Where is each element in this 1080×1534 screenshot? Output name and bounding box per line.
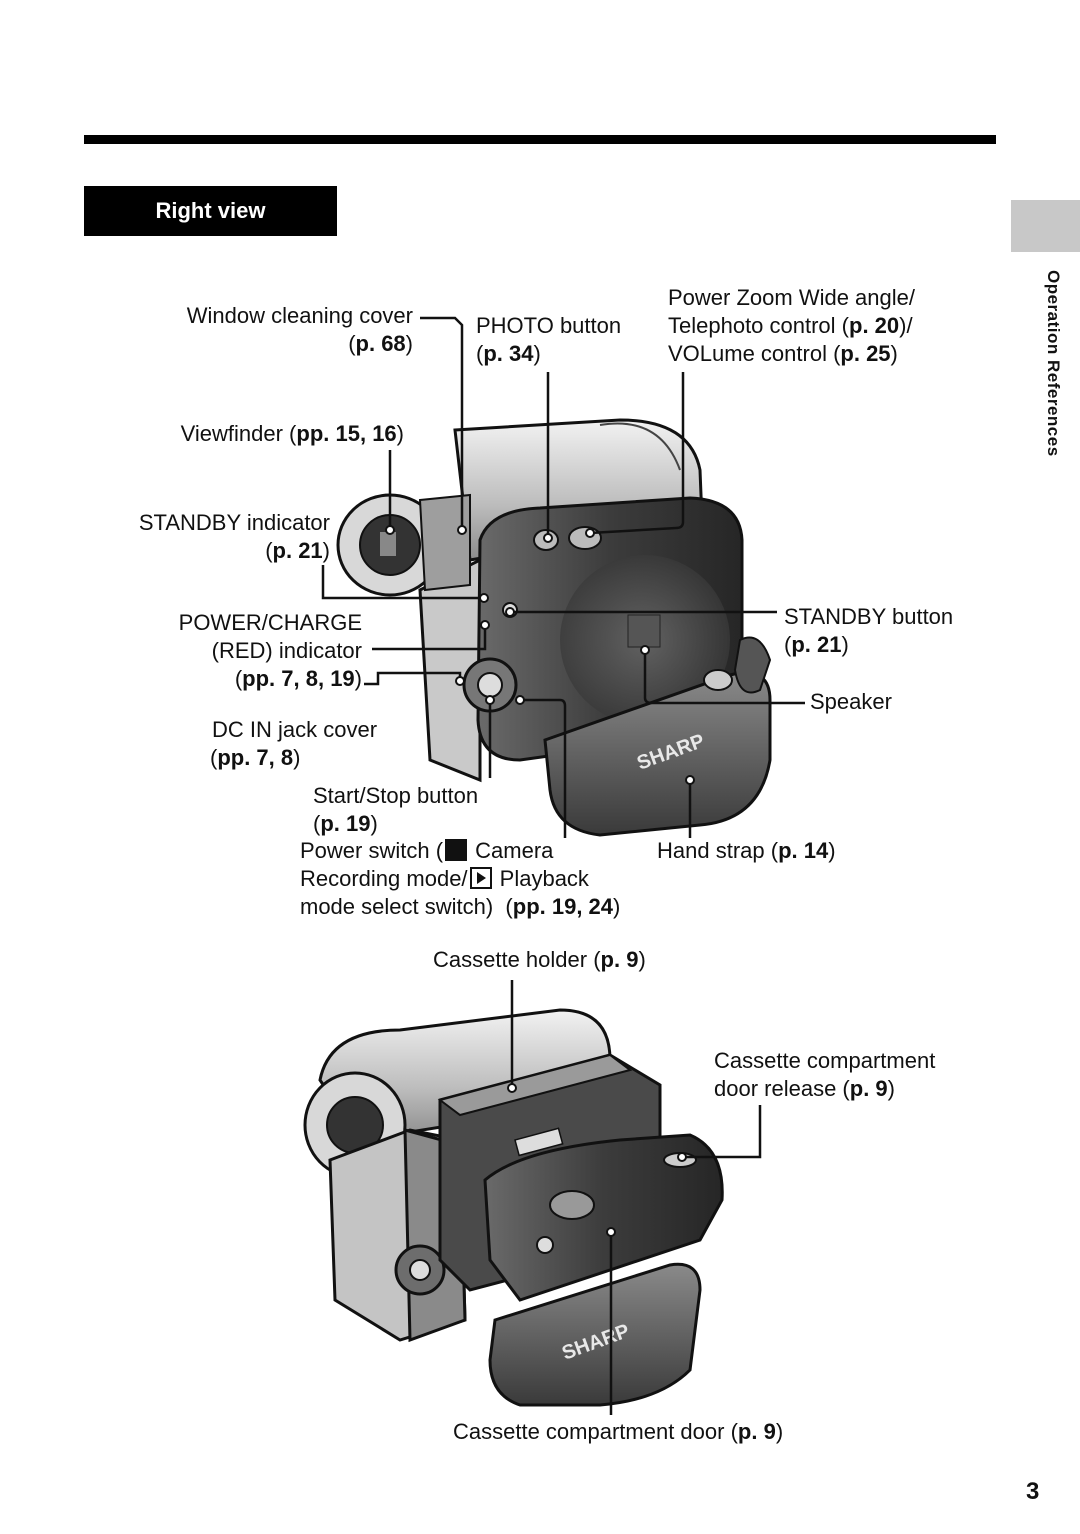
label-power-zoom: Power Zoom Wide angle/ Telephoto control… — [668, 284, 915, 368]
label-hand-strap: Hand strap (p. 14) — [657, 837, 836, 865]
label-power-charge-indicator: POWER/CHARGE (RED) indicator (pp. 7, 8, … — [178, 610, 362, 691]
section-title: Right view — [84, 186, 337, 236]
label-text: ) — [890, 341, 898, 366]
label-cassette-door: Cassette compartment door (p. 9) — [453, 1418, 783, 1446]
label-start-stop-button: Start/Stop button (p. 19) — [313, 783, 479, 836]
label-power-switch: Power switch ( Camera Recording mode/ Pl… — [300, 838, 621, 919]
label-text: VOLume control ( — [668, 341, 841, 366]
label-text: Cassette holder ( — [433, 947, 601, 972]
label-text: STANDBY button — [784, 604, 954, 629]
label-text: Power switch ( — [300, 838, 444, 863]
top-rule — [84, 135, 996, 144]
label-text: Recording mode/ — [300, 866, 468, 891]
label-photo-button: PHOTO button (p. 34) — [476, 313, 622, 366]
side-tab-label: Operation References — [1044, 270, 1063, 457]
label-text: ) — [887, 1076, 895, 1101]
page-ref: p. 21 — [791, 632, 842, 657]
label-cassette-holder: Cassette holder (p. 9) — [433, 946, 646, 974]
label-viewfinder: Viewfinder (pp. 15, 16) — [181, 420, 404, 448]
label-text: Telephoto control ( — [668, 313, 849, 338]
label-text: ) — [638, 947, 646, 972]
label-text: ) — [828, 838, 836, 863]
camera-icon — [445, 839, 468, 861]
label-text: Camera — [469, 838, 554, 863]
page-ref: p. 21 — [272, 538, 323, 563]
page-ref: pp. 7, 8 — [217, 745, 294, 770]
label-speaker: Speaker — [810, 689, 892, 714]
page-ref: pp. 15, 16 — [296, 421, 397, 446]
label-standby-indicator: STANDBY indicator (p. 21) — [138, 510, 330, 563]
label-cassette-door-release: Cassette compartment door release (p. 9) — [714, 1047, 935, 1103]
label-text: Cassette compartment — [714, 1048, 936, 1073]
page-ref: p. 20 — [849, 313, 900, 338]
page-number: 3 — [1026, 1478, 1040, 1505]
page-ref: pp. 7, 8, 19 — [242, 666, 355, 691]
page-ref: p. 68 — [355, 331, 406, 356]
label-text: )/ — [899, 313, 913, 338]
label-standby-button: STANDBY button (p. 21) — [784, 604, 954, 657]
label-text: Viewfinder ( — [180, 421, 297, 446]
leader-lines — [321, 316, 805, 1415]
camcorder-cassette-view: SHARP — [303, 1008, 724, 1407]
label-text: Start/Stop button — [313, 783, 479, 808]
label-window-cleaning-cover: Window cleaning cover (p. 68) — [186, 303, 413, 356]
playback-icon — [469, 867, 492, 889]
page-ref: pp. 19, 24 — [512, 894, 614, 919]
label-text: (RED) indicator — [211, 638, 362, 663]
camcorder-right-view: SHARP — [336, 418, 772, 837]
page-ref: p. 9 — [737, 1419, 776, 1444]
page-ref: p. 34 — [483, 341, 534, 366]
label-text: Hand strap ( — [657, 838, 779, 863]
label-text: ) — [396, 421, 404, 446]
page-ref: p. 14 — [778, 838, 829, 863]
label-text: ) — [775, 1419, 784, 1444]
label-text: Window cleaning cover — [186, 303, 413, 328]
label-text: mode select switch) — [300, 894, 494, 919]
label-text: STANDBY indicator — [138, 510, 330, 535]
label-text: POWER/CHARGE — [178, 610, 362, 635]
label-text: Cassette compartment door ( — [453, 1419, 738, 1444]
side-tab-marker — [1011, 200, 1080, 252]
label-text: door release ( — [714, 1076, 850, 1101]
section-title-text: Right view — [155, 198, 266, 223]
page-ref: p. 19 — [320, 811, 371, 836]
label-text: DC IN jack cover — [212, 717, 378, 742]
label-text: Playback — [493, 866, 589, 891]
page-ref: p. 9 — [849, 1076, 888, 1101]
page-ref: p. 9 — [600, 947, 639, 972]
label-dc-in-jack-cover: DC IN jack cover (pp. 7, 8) — [210, 717, 378, 770]
label-text: PHOTO button — [476, 313, 622, 338]
page-ref: p. 25 — [840, 341, 891, 366]
label-text: Power Zoom Wide angle/ — [668, 285, 915, 310]
